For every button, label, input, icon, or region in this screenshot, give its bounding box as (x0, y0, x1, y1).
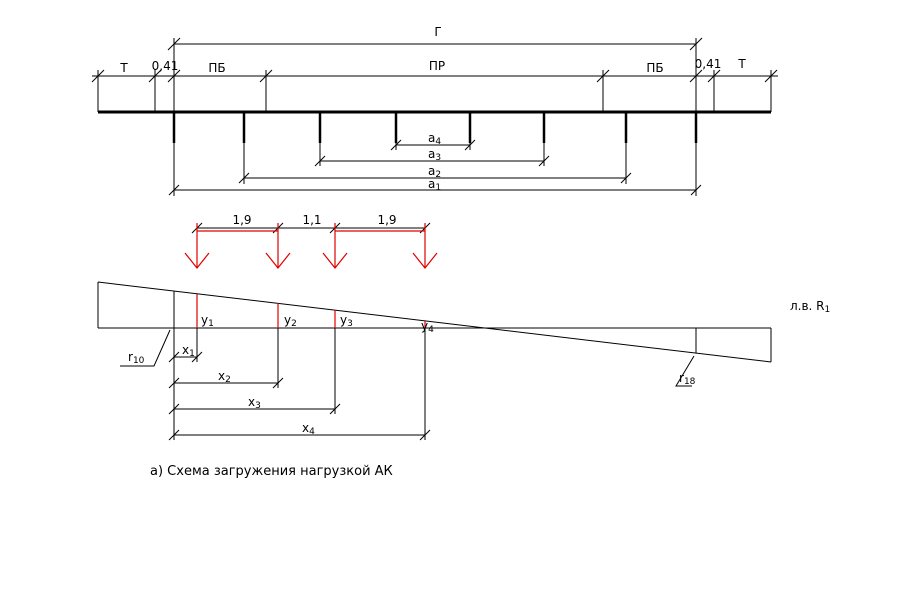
svg-text:a3: a3 (428, 147, 441, 163)
influence-line-title-subscript: 1 (825, 305, 831, 315)
svg-text:y1: y1 (201, 313, 214, 329)
left-safety-strip-label: ПБ (208, 61, 225, 75)
svg-text:a1: a1 (428, 177, 441, 193)
spacing-a1-subscript: 1 (435, 183, 441, 193)
spacing-a4: a4 (390, 131, 476, 151)
svg-text:y4: y4 (421, 319, 434, 335)
influence-line-title: л.в. R (790, 299, 825, 313)
left-marker-label: r (128, 350, 133, 364)
svg-text:x1: x1 (182, 343, 195, 359)
spacing-a4-label: a (428, 131, 435, 145)
ordinate-y4-label: y (421, 319, 428, 333)
spacing-a1-label: a (428, 177, 435, 191)
diagram-caption: а) Схема загружения нагрузкой АК (150, 464, 393, 479)
right-safety-strip-label: ПБ (646, 61, 663, 75)
ordinate-y4-subscript: 4 (428, 325, 434, 335)
load-arrow-3 (322, 223, 348, 269)
spacing-a3-label: a (428, 147, 435, 161)
influence-line-diagram: y1 y2 y3 y4 л.в. R1 r10 r18 (97, 281, 830, 441)
load-arrow-2 (265, 223, 291, 269)
ordinate-y3-label: y (340, 313, 347, 327)
svg-text:x2: x2 (218, 369, 231, 385)
svg-text:r10: r10 (128, 350, 145, 366)
carriageway-label: ПР (429, 59, 445, 73)
dimension-total-width: Г (167, 25, 703, 112)
svg-text:y3: y3 (340, 313, 353, 329)
beam-spacing-dimensions: a4 a3 a2 (168, 131, 702, 196)
spacing-a2-subscript: 2 (435, 170, 441, 180)
influence-line (97, 281, 772, 363)
ordinate-y1-subscript: 1 (208, 319, 214, 329)
right-marker-subscript: 18 (684, 377, 696, 387)
distance-x1-label: x (182, 343, 189, 357)
load-gap-3-label: 1,9 (377, 213, 396, 227)
total-width-label: Г (434, 25, 441, 39)
left-marker: r10 (120, 329, 171, 367)
ak-load: 1,9 1,1 1,9 (184, 213, 438, 269)
spacing-a1: a1 (168, 177, 702, 196)
svg-text:a4: a4 (428, 131, 441, 147)
distance-dimensions: x1 x2 x3 x4 (168, 328, 431, 441)
load-gap-1-label: 1,9 (232, 213, 251, 227)
load-arrow-1 (184, 223, 210, 269)
spacing-a2-label: a (428, 164, 435, 178)
ordinate-y2-subscript: 2 (291, 319, 297, 329)
beams (172, 112, 698, 143)
left-gap-label: 0,41 (152, 59, 179, 73)
load-arrow-4 (412, 223, 438, 269)
spacing-a3-subscript: 3 (435, 153, 441, 163)
right-gap-label: 0,41 (695, 57, 722, 71)
distance-x4-subscript: 4 (309, 427, 315, 437)
left-sidewalk-label: Т (119, 61, 128, 75)
right-sidewalk-label: Т (737, 57, 746, 71)
svg-text:y2: y2 (284, 313, 297, 329)
right-marker-label: r (679, 371, 684, 385)
distance-x3-label: x (248, 395, 255, 409)
dimension-zones: Т 0,41 ПБ ПР ПБ 0,41 Т (91, 57, 778, 112)
cross-section: Г Т 0,41 ПБ ПР ПБ 0,41 (91, 25, 778, 196)
distance-x1-subscript: 1 (189, 349, 195, 359)
svg-text:a2: a2 (428, 164, 441, 180)
svg-text:r18: r18 (679, 371, 696, 387)
ordinate-y2-label: y (284, 313, 291, 327)
distance-x3-subscript: 3 (255, 401, 261, 411)
left-marker-subscript: 10 (133, 356, 145, 366)
spacing-a4-subscript: 4 (435, 137, 441, 147)
ordinate-y1-label: y (201, 313, 208, 327)
spacing-a3: a3 (314, 147, 550, 167)
distance-x4-label: x (302, 421, 309, 435)
svg-text:x4: x4 (302, 421, 315, 437)
svg-text:x3: x3 (248, 395, 261, 411)
distance-x2-label: x (218, 369, 225, 383)
load-gap-2-label: 1,1 (302, 213, 321, 227)
spacing-a2: a2 (238, 164, 632, 184)
distance-x2-subscript: 2 (225, 375, 231, 385)
svg-text:л.в. R1: л.в. R1 (790, 299, 830, 315)
right-marker: r18 (675, 355, 696, 387)
ordinate-y3-subscript: 3 (347, 319, 353, 329)
